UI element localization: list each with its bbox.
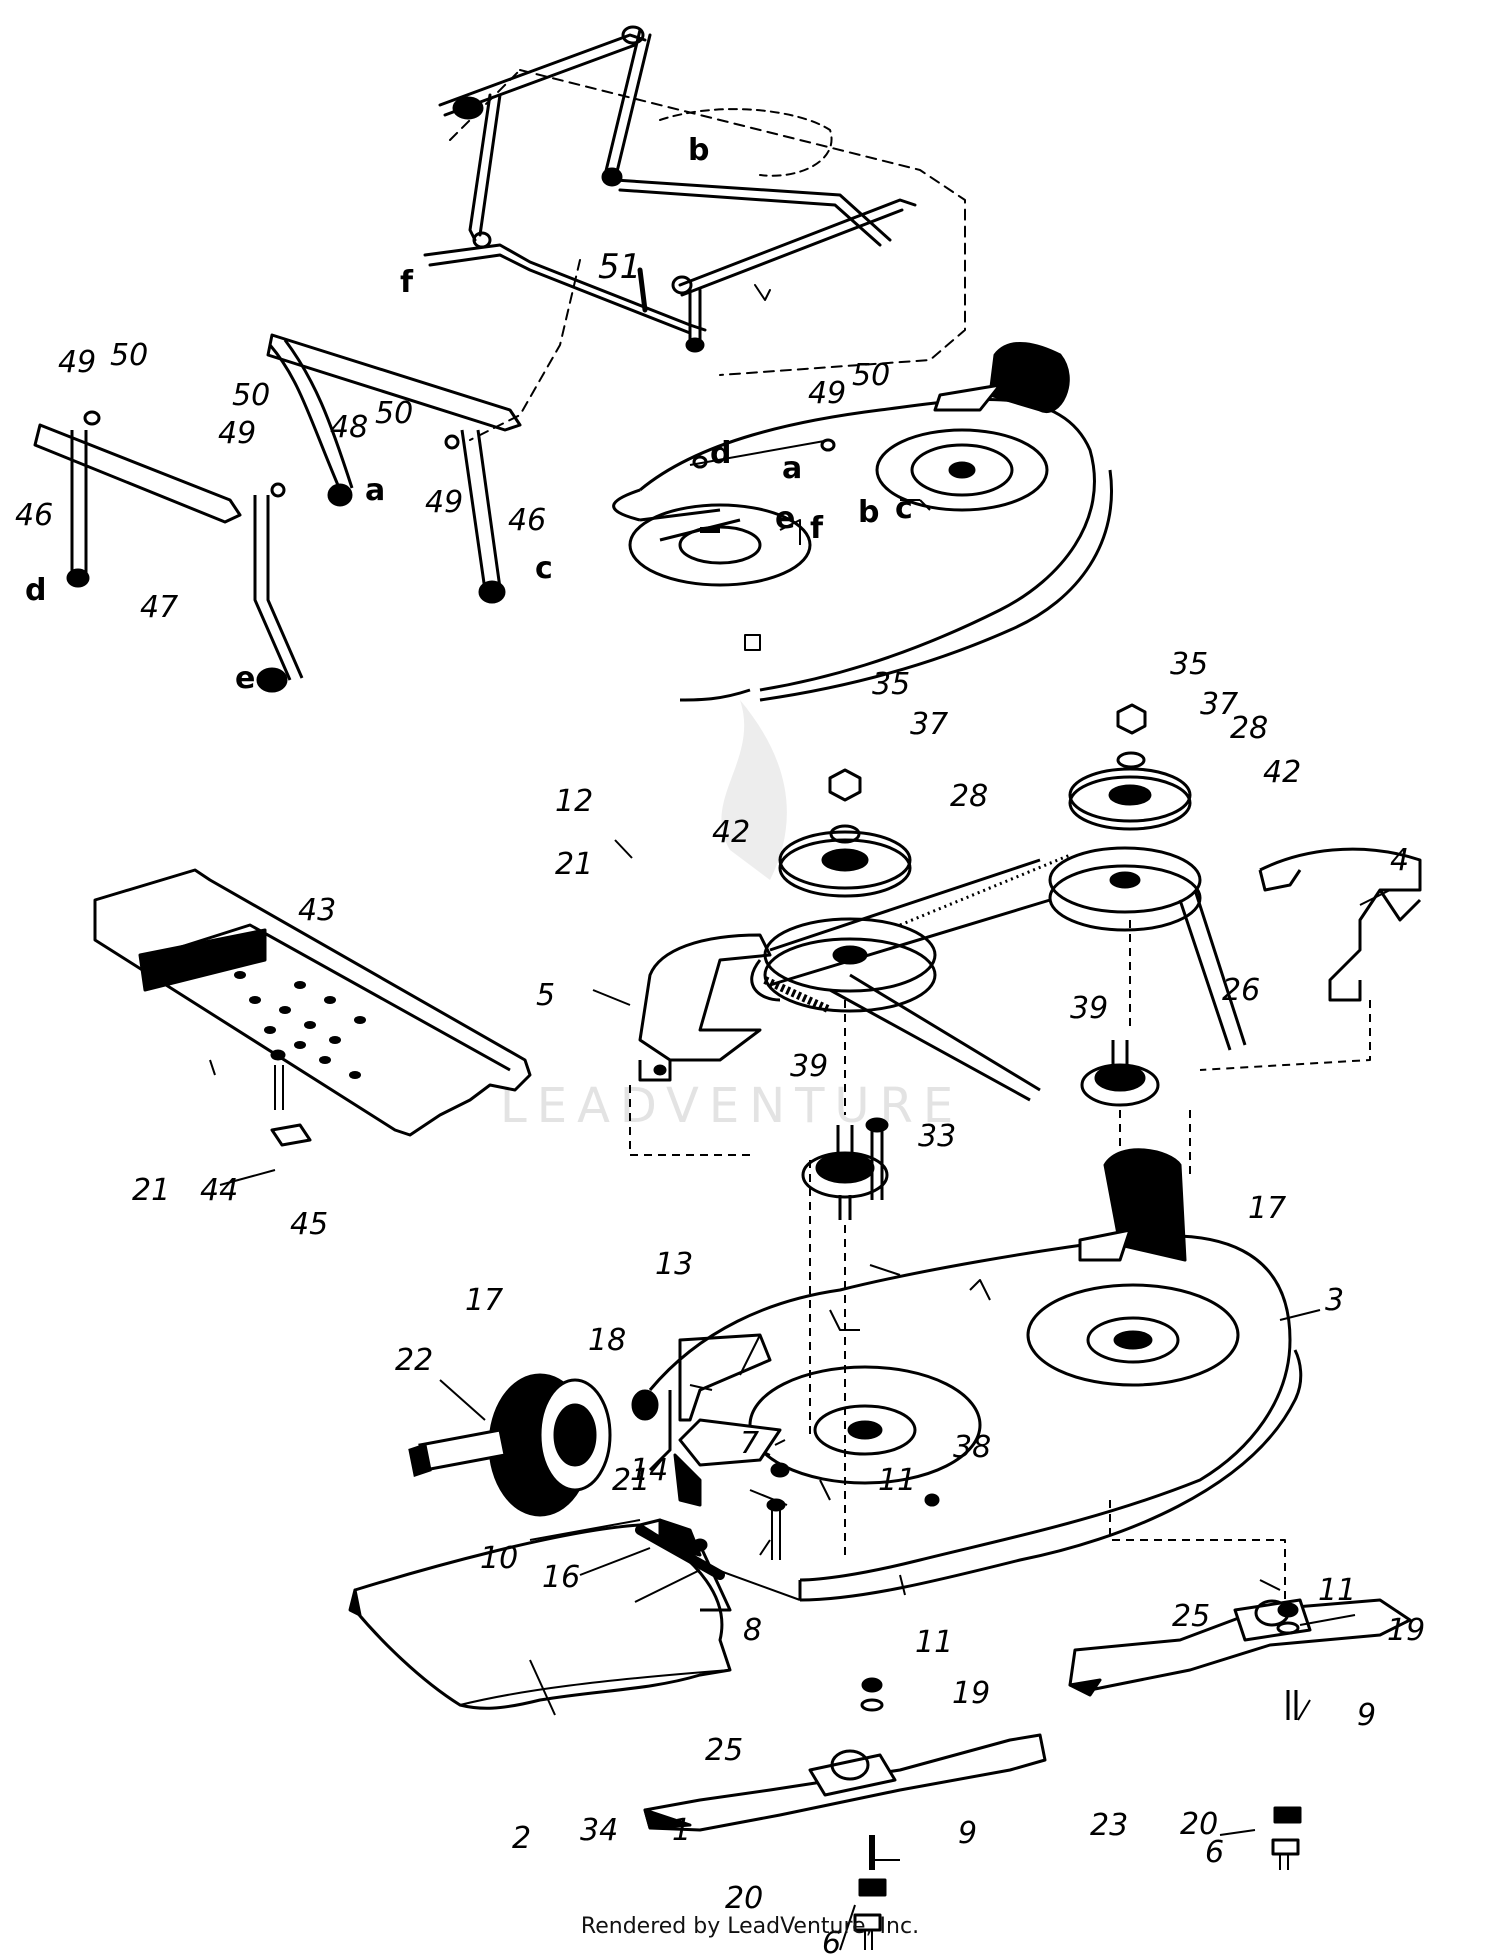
pulley-spindle-assembly (629, 703, 1422, 1560)
callout-17: 17 (465, 1283, 503, 1318)
callout-37: 37 (1200, 687, 1238, 722)
callout-39: 39 (790, 1049, 828, 1084)
callout-46: 46 (508, 503, 546, 538)
callout-13: 13 (655, 1247, 693, 1282)
callout-17: 17 (1248, 1191, 1286, 1226)
gauge-wheel (408, 1373, 659, 1517)
callout-39: 39 (1070, 991, 1108, 1026)
letter-b: b (858, 495, 879, 530)
letter-f: f (810, 511, 824, 546)
callout-6: 6 (1205, 1835, 1224, 1870)
foot-plate (93, 868, 532, 1147)
deck-inset (612, 341, 1113, 702)
callout-49: 49 (425, 485, 463, 520)
callout-38: 38 (953, 1430, 991, 1465)
callout-16: 16 (542, 1560, 580, 1595)
callout-43: 43 (298, 893, 336, 928)
callout-46: 46 (15, 498, 53, 533)
callout-9: 9 (958, 1816, 977, 1851)
callout-19: 19 (952, 1676, 990, 1711)
callout-7: 7 (740, 1426, 759, 1461)
callout-35: 35 (872, 667, 910, 702)
lift-links (33, 333, 522, 693)
render-credit: Rendered by LeadVenture, Inc. (580, 1914, 920, 1939)
callout-19: 19 (1387, 1613, 1425, 1648)
letter-c: c (535, 551, 553, 586)
callout-25: 25 (1172, 1599, 1210, 1634)
callout-45: 45 (290, 1207, 328, 1242)
callout-47: 47 (140, 590, 178, 625)
letter-c: c (895, 491, 913, 526)
letter-d: d (25, 573, 46, 608)
callout-50: 50 (232, 378, 270, 413)
letter-e: e (775, 501, 795, 536)
callout-1: 1 (672, 1813, 691, 1848)
callout-50: 50 (852, 358, 890, 393)
callout-8: 8 (743, 1613, 762, 1648)
letter-a: a (365, 473, 385, 508)
callout-35: 35 (1170, 647, 1208, 682)
letter-b: b (688, 133, 709, 168)
blades (643, 1498, 1412, 1950)
callout-42: 42 (712, 815, 750, 850)
callout-21: 21 (555, 847, 593, 882)
callout-48: 48 (330, 410, 368, 445)
letter-a: a (782, 451, 802, 486)
callout-11: 11 (915, 1625, 953, 1660)
callout-21: 21 (612, 1463, 650, 1498)
callout-4: 4 (1390, 843, 1409, 878)
deck-lift-linkage (423, 25, 966, 441)
callout-2: 2 (512, 1821, 531, 1856)
callout-18: 18 (588, 1323, 626, 1358)
callout-11: 11 (878, 1463, 916, 1498)
discharge-chute (348, 1418, 782, 1710)
callout-42: 42 (1263, 755, 1301, 790)
callout-28: 28 (950, 779, 988, 814)
watermark-text: LEADVENTURE (500, 1078, 963, 1134)
callout-22: 22 (395, 1343, 433, 1378)
callout-9: 9 (1357, 1698, 1376, 1733)
callout-14: 14 (630, 1453, 668, 1488)
callout-26: 26 (1222, 973, 1260, 1008)
callout-51: 51 (598, 247, 641, 287)
callout-21: 21 (132, 1173, 170, 1208)
callout-33: 33 (918, 1119, 956, 1154)
callout-50: 50 (375, 396, 413, 431)
callout-49: 49 (58, 345, 96, 380)
callout-50: 50 (110, 338, 148, 373)
callout-5: 5 (536, 978, 555, 1013)
callout-6: 6 (822, 1926, 841, 1955)
callout-25: 25 (705, 1733, 743, 1768)
letter-d: d (710, 436, 731, 471)
leader-lines (219, 839, 1391, 1951)
callout-44: 44 (200, 1173, 238, 1208)
callout-10: 10 (480, 1541, 518, 1576)
callout-20: 20 (1180, 1807, 1218, 1842)
watermark: LEADVENTURE (500, 700, 963, 1134)
callout-12: 12 (555, 784, 593, 819)
connection-letters: a a b b c c d d e e f f (25, 133, 913, 696)
callout-3: 3 (1325, 1283, 1344, 1318)
mower-deck (648, 1148, 1303, 1602)
callout-labels: 1 2 3 4 5 6 6 7 8 9 9 10 11 11 11 12 13 … (15, 247, 1425, 1955)
callout-23: 23 (1090, 1808, 1128, 1843)
callout-11: 11 (1318, 1573, 1356, 1608)
letter-e: e (235, 661, 255, 696)
callout-20: 20 (725, 1881, 763, 1916)
callout-49: 49 (808, 376, 846, 411)
callout-37: 37 (910, 707, 948, 742)
callout-34: 34 (580, 1813, 618, 1848)
letter-f: f (400, 265, 414, 300)
callout-49: 49 (218, 416, 256, 451)
callout-28: 28 (1230, 711, 1268, 746)
